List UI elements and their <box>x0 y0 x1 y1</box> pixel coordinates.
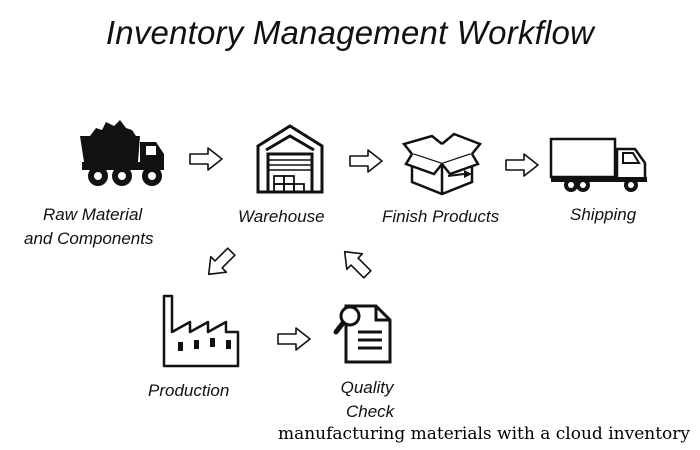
raw-material-label-line2: and Components <box>24 229 154 248</box>
arrow-warehouse-to-finish <box>349 149 383 173</box>
image-caption: manufacturing materials with a cloud inv… <box>277 424 690 444</box>
open-box-icon <box>401 132 483 196</box>
arrow-production-to-quality <box>277 327 311 351</box>
shipping-label: Shipping <box>570 205 637 224</box>
finish-products-label: Finish Products <box>382 207 500 226</box>
arrow-raw-to-warehouse <box>189 147 223 171</box>
arrow-warehouse-to-production <box>207 247 236 276</box>
factory-icon <box>162 294 240 368</box>
arrow-finish-to-shipping <box>505 153 539 177</box>
dump-truck-icon <box>80 120 164 186</box>
raw-material-label-line1: Raw Material <box>43 205 143 224</box>
quality-check-label-line2: Check <box>346 402 395 421</box>
arrow-quality-to-warehouse <box>343 250 372 279</box>
delivery-truck-icon <box>549 137 647 192</box>
quality-check-label: Quality Check <box>340 376 395 424</box>
document-magnifier-icon <box>333 304 392 364</box>
warehouse-label: Warehouse <box>238 207 325 226</box>
diagram-title: Inventory Management Workflow <box>105 14 595 51</box>
production-label: Production <box>148 381 230 400</box>
quality-check-label-line1: Quality <box>340 378 394 397</box>
warehouse-icon <box>256 124 324 194</box>
raw-material-label: Raw Material and Components <box>24 203 153 251</box>
